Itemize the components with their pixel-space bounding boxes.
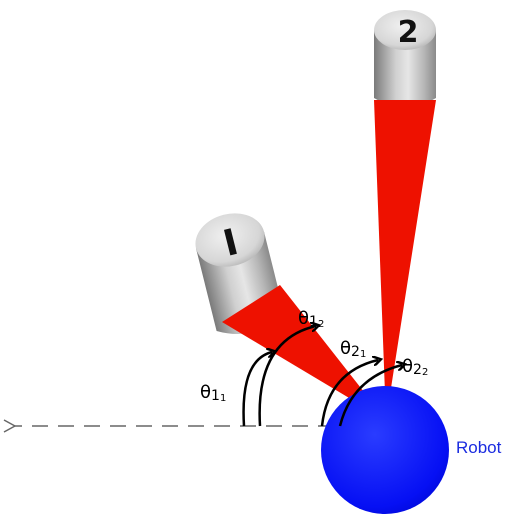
beacon-1-top xyxy=(195,213,265,267)
angle-label-theta-2-1: θ21 xyxy=(340,338,366,360)
beacon-2-number: 2 xyxy=(398,15,419,50)
angle-arc-theta-2-2 xyxy=(338,365,402,427)
beacon-2-top xyxy=(374,10,436,50)
robot-label: Robot xyxy=(456,438,502,457)
robot-body xyxy=(321,386,449,514)
angle-arc-theta-1-2 xyxy=(258,326,316,427)
angle-label-theta-1-1: θ11 xyxy=(200,382,226,404)
beacon-2-beam xyxy=(374,100,436,420)
angle-arc-theta-2-1 xyxy=(320,360,378,427)
beacon-2: 2 xyxy=(374,10,436,107)
beacon-1-beam xyxy=(222,285,386,420)
angle-arc-theta-1-1 xyxy=(242,352,272,427)
angle-label-theta-1-2: θ12 xyxy=(298,308,324,330)
beacon-2-body xyxy=(374,30,436,107)
angle-label-theta-2-2: θ22 xyxy=(402,356,428,378)
